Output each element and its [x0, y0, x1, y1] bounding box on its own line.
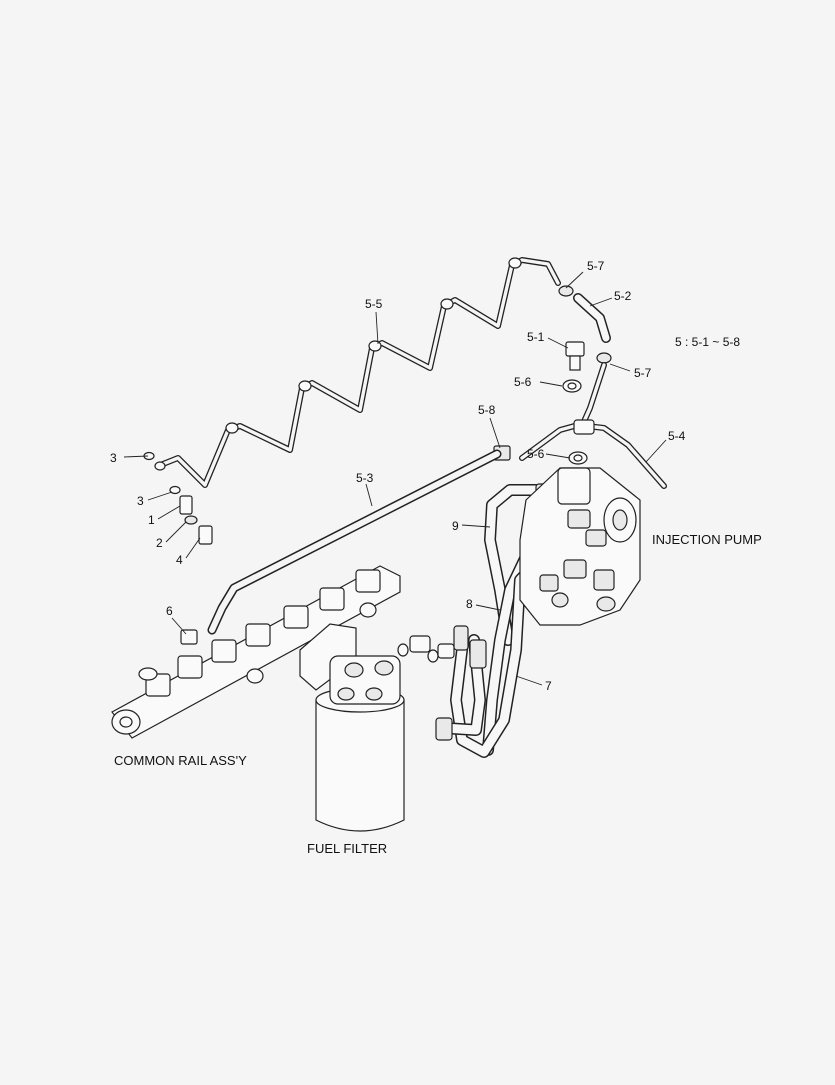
eye-bolt-5-1	[562, 341, 588, 465]
label-4: 4	[176, 553, 183, 567]
hose-5-2	[558, 285, 612, 364]
label-5-8: 5-8	[478, 403, 496, 417]
label-6: 6	[166, 604, 173, 618]
tee-pipe-5-4	[519, 362, 667, 489]
label-5-3: 5-3	[356, 471, 374, 485]
label-3-mid: 3	[137, 494, 144, 508]
part-labels: 5-7 5-2 5-5 5-1 5 : 5-1 ~ 5-8 5-6 5-7 5-…	[110, 259, 740, 693]
label-5-note: 5 : 5-1 ~ 5-8	[675, 335, 740, 349]
caption-common-rail: COMMON RAIL ASS'Y	[114, 753, 247, 768]
label-5-7-top: 5-7	[587, 259, 605, 273]
caption-injection-pump: INJECTION PUMP	[652, 532, 762, 547]
label-1: 1	[148, 513, 155, 527]
captions: INJECTION PUMP COMMON RAIL ASS'Y FUEL FI…	[114, 532, 762, 856]
hoses	[435, 483, 570, 758]
label-2: 2	[156, 536, 163, 550]
label-9: 9	[452, 519, 459, 533]
caption-fuel-filter: FUEL FILTER	[307, 841, 387, 856]
label-8: 8	[466, 597, 473, 611]
common-rail	[111, 565, 401, 739]
overflow-pipe-5-5	[154, 257, 561, 488]
label-5-7-mid: 5-7	[634, 366, 652, 380]
label-5-4: 5-4	[668, 429, 686, 443]
label-7: 7	[545, 679, 552, 693]
leader-lines	[123, 271, 667, 686]
injection-pump	[519, 467, 641, 626]
small-fittings	[143, 451, 213, 545]
fuel-filter	[299, 623, 455, 832]
label-3-top: 3	[110, 451, 117, 465]
label-5-1: 5-1	[527, 330, 545, 344]
label-5-6-mid: 5-6	[527, 447, 545, 461]
label-5-2: 5-2	[614, 289, 632, 303]
label-5-6-top: 5-6	[514, 375, 532, 389]
label-5-5: 5-5	[365, 297, 383, 311]
